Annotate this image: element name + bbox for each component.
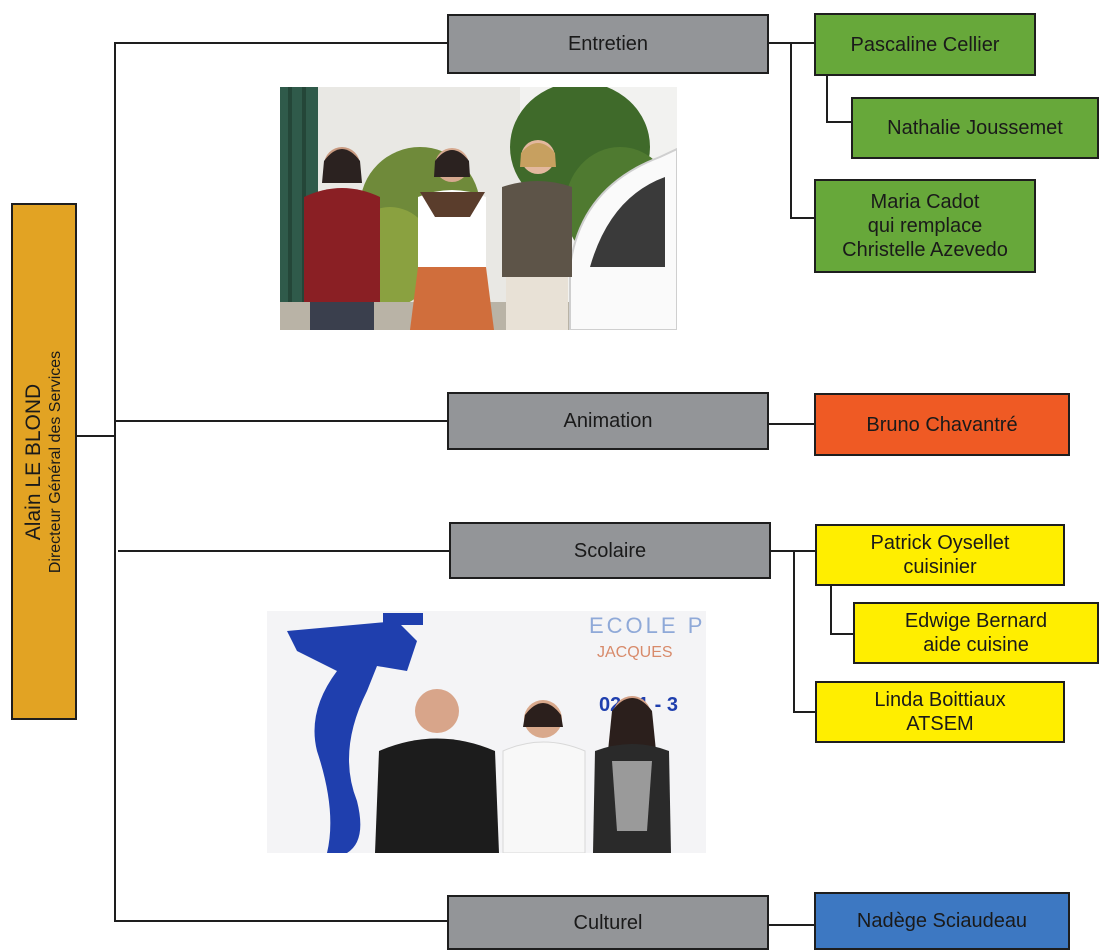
member-label-line: Christelle Azevedo xyxy=(842,239,1008,261)
school-sub-text: JACQUES xyxy=(597,644,673,661)
connector-joussemet xyxy=(826,121,852,123)
dept-entretien-label: Entretien xyxy=(567,33,649,55)
member-label-line: ATSEM xyxy=(906,713,974,735)
connector-boittiaux xyxy=(793,711,815,713)
dept-animation-label: Animation xyxy=(563,410,653,432)
branch-scolaire xyxy=(118,550,450,552)
root-label: Alain LE BLOND Directeur Général des Ser… xyxy=(22,350,66,572)
entretien-team-photo xyxy=(280,87,677,330)
dept-culturel: Culturel xyxy=(447,895,769,950)
branch-culturel xyxy=(114,920,448,922)
member-nathalie-joussemet: Nathalie Joussemet xyxy=(851,97,1099,159)
member-label-line: Edwige Bernard xyxy=(904,610,1048,632)
member-label-line: Linda Boittiaux xyxy=(874,689,1006,711)
member-label-line: Patrick Oysellet xyxy=(870,532,1010,554)
member-label: Bruno Chavantré xyxy=(866,413,1018,436)
joussemet-vertical xyxy=(826,76,828,123)
school-name-text: ECOLE PU xyxy=(589,613,706,638)
branch-entretien xyxy=(114,42,448,44)
member-label-line: qui remplace xyxy=(867,215,983,237)
connector-culturel xyxy=(768,924,814,926)
dept-culturel-label: Culturel xyxy=(573,911,643,934)
dept-scolaire: Scolaire xyxy=(449,522,771,579)
bernard-vertical xyxy=(830,585,832,635)
member-linda-boittiaux: Linda Boittiaux ATSEM xyxy=(815,681,1065,743)
member-label: Nadège Sciaudeau xyxy=(856,910,1028,932)
branch-animation xyxy=(114,420,448,422)
connector-bernard xyxy=(830,633,854,635)
root-title: Directeur Général des Services xyxy=(47,350,64,573)
trunk-line xyxy=(114,42,116,922)
root-box: Alain LE BLOND Directeur Général des Ser… xyxy=(11,203,77,720)
member-nadege-sciaudeau: Nadège Sciaudeau xyxy=(814,892,1070,950)
dept-scolaire-label: Scolaire xyxy=(573,539,647,562)
root-connector xyxy=(76,435,116,437)
member-maria-cadot: Maria Cadot qui remplace Christelle Azev… xyxy=(814,179,1036,273)
root-name: Alain LE BLOND xyxy=(22,383,45,540)
member-edwige-bernard: Edwige Bernard aide cuisine xyxy=(853,602,1099,664)
member-pascaline-cellier: Pascaline Cellier xyxy=(814,13,1036,76)
member-label: Nathalie Joussemet xyxy=(887,117,1063,139)
connector-cadot xyxy=(790,217,814,219)
connector-animation xyxy=(768,423,814,425)
entretien-sub-vertical xyxy=(790,42,792,219)
member-label-line: cuisinier xyxy=(903,556,977,578)
dept-animation: Animation xyxy=(447,392,769,450)
scolaire-sub-vertical xyxy=(793,550,795,713)
dept-entretien: Entretien xyxy=(447,14,769,74)
scolaire-team-photo: ECOLE PU JACQUES 02 51 - 3 xyxy=(267,611,706,853)
member-label-line: Maria Cadot xyxy=(870,191,980,213)
member-patrick-oysellet: Patrick Oysellet cuisinier xyxy=(815,524,1065,586)
member-label: Pascaline Cellier xyxy=(850,33,1000,56)
member-bruno-chavantre: Bruno Chavantré xyxy=(814,393,1070,456)
member-label-line: aide cuisine xyxy=(923,634,1029,656)
